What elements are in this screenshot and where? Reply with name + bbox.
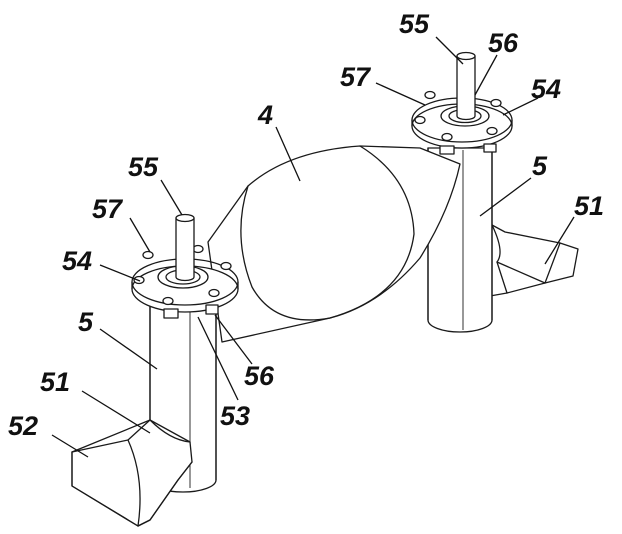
label-51-left: 51 bbox=[40, 367, 70, 397]
label-51-right: 51 bbox=[574, 191, 604, 221]
label-55-right: 55 bbox=[399, 9, 430, 39]
label-54-right: 54 bbox=[531, 74, 561, 104]
label-4: 4 bbox=[257, 100, 273, 130]
right-flange-nuts bbox=[439, 143, 497, 155]
label-5-left: 5 bbox=[78, 307, 94, 337]
leader-lines bbox=[51, 36, 575, 458]
conical-body bbox=[207, 145, 461, 343]
label-57-right: 57 bbox=[340, 62, 372, 92]
right-outlet-duct bbox=[489, 224, 579, 297]
label-52-left: 52 bbox=[8, 411, 38, 441]
label-54-left: 54 bbox=[62, 246, 92, 276]
left-shaft bbox=[175, 213, 195, 282]
left-flange-bolts bbox=[133, 244, 232, 306]
left-outlet-duct bbox=[71, 419, 193, 527]
left-flange bbox=[131, 244, 239, 319]
right-flange bbox=[411, 84, 513, 155]
label-57-left: 57 bbox=[92, 194, 124, 224]
label-53-left: 53 bbox=[220, 401, 250, 431]
label-5-right: 5 bbox=[532, 151, 548, 181]
label-55-left: 55 bbox=[128, 152, 159, 182]
right-shaft bbox=[456, 51, 476, 121]
reference-labels: 4 55 56 57 54 5 51 55 57 54 5 51 52 56 5… bbox=[8, 9, 604, 441]
left-flange-nuts bbox=[163, 304, 219, 319]
label-56-right: 56 bbox=[488, 28, 519, 58]
label-56-left: 56 bbox=[244, 361, 275, 391]
